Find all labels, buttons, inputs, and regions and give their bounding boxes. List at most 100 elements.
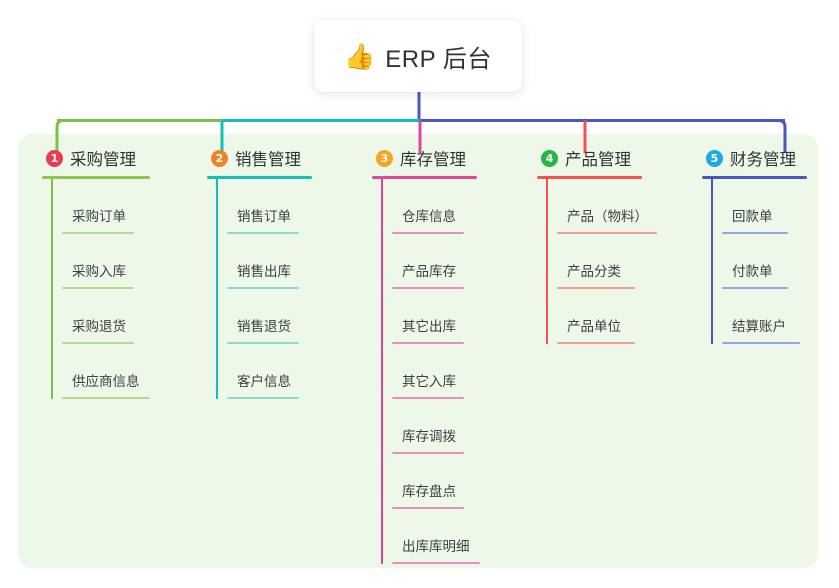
branch-item[interactable]: 产品库存	[372, 234, 477, 289]
branch-underline-4	[537, 176, 642, 179]
branch-item-underline	[557, 342, 635, 344]
branch-item[interactable]: 其它出库	[372, 289, 477, 344]
branch-item-underline	[392, 342, 464, 344]
branch-item[interactable]: 销售订单	[207, 179, 312, 234]
branch-item-label: 产品库存	[402, 264, 456, 279]
branch-header-5[interactable]: 5 财务管理	[702, 146, 807, 170]
branch-children-2: 销售订单销售出库销售退货客户信息	[207, 179, 312, 399]
branch-children-3: 仓库信息产品库存其它出库其它入库库存调拨库存盘点出库库明细	[372, 179, 480, 564]
branch-item-label: 出库库明细	[402, 539, 470, 554]
branch-item-label: 销售退货	[237, 319, 291, 334]
branch-item-underline	[227, 287, 299, 289]
branch-item-label: 仓库信息	[402, 209, 456, 224]
branch-header-1[interactable]: 1 采购管理	[42, 146, 150, 170]
root-node-label: ERP 后台	[385, 45, 492, 73]
branch-item-label: 销售订单	[237, 209, 291, 224]
branch-title-3: 库存管理	[400, 151, 466, 169]
branch-item-underline	[392, 452, 464, 454]
branch-elbow-1	[55, 119, 64, 153]
branch-title-5: 财务管理	[730, 151, 796, 169]
branch-item[interactable]: 结算账户	[702, 289, 807, 344]
branch-5[interactable]: 5 财务管理回款单付款单结算账户	[702, 146, 807, 344]
branch-item[interactable]: 产品分类	[537, 234, 642, 289]
branch-badge-5: 5	[706, 149, 723, 167]
branch-item-label: 采购入库	[72, 264, 126, 279]
branch-item-label: 采购订单	[72, 209, 126, 224]
branch-underline-5	[702, 176, 807, 179]
branch-item[interactable]: 采购入库	[42, 234, 150, 289]
branch-item-label: 客户信息	[237, 374, 291, 389]
branch-underline-2	[207, 176, 312, 179]
diagram-background-panel	[18, 134, 818, 568]
branch-item-underline	[62, 397, 150, 399]
branch-item[interactable]: 付款单	[702, 234, 807, 289]
branch-item-label: 付款单	[732, 264, 773, 279]
branch-spine-5	[711, 179, 713, 344]
branch-title-4: 产品管理	[565, 151, 631, 169]
branch-header-3[interactable]: 3 库存管理	[372, 146, 477, 170]
branch-item-underline	[722, 232, 788, 234]
branch-item[interactable]: 供应商信息	[42, 344, 150, 399]
branch-spine-1	[51, 179, 53, 399]
branch-item[interactable]: 销售出库	[207, 234, 312, 289]
branch-header-2[interactable]: 2 销售管理	[207, 146, 312, 170]
branch-item[interactable]: 其它入库	[372, 344, 477, 399]
branch-item[interactable]: 客户信息	[207, 344, 312, 399]
branch-children-1: 采购订单采购入库采购退货供应商信息	[42, 179, 150, 399]
branch-children-5: 回款单付款单结算账户	[702, 179, 807, 344]
branch-item[interactable]: 产品单位	[537, 289, 642, 344]
branch-underline-1	[42, 176, 150, 179]
branch-item[interactable]: 产品（物料）	[537, 179, 657, 234]
branch-title-2: 销售管理	[235, 151, 301, 169]
root-node-erp-backend[interactable]: 👍 ERP 后台	[314, 20, 522, 92]
branch-badge-2: 2	[211, 149, 228, 167]
branch-item-label: 其它出库	[402, 319, 456, 334]
branch-item-underline	[62, 287, 134, 289]
branch-item[interactable]: 采购订单	[42, 179, 150, 234]
branch-item-label: 其它入库	[402, 374, 456, 389]
branch-item-underline	[392, 507, 464, 509]
branch-item-underline	[392, 287, 464, 289]
branch-item[interactable]: 仓库信息	[372, 179, 477, 234]
branch-item-label: 库存盘点	[402, 484, 456, 499]
branch-item-label: 回款单	[732, 209, 773, 224]
branch-title-1: 采购管理	[70, 151, 136, 169]
branch-children-4: 产品（物料） 产品分类产品单位	[537, 179, 657, 344]
branch-item-label: 库存调拨	[402, 429, 456, 444]
branch-item-underline	[62, 342, 134, 344]
branch-item-underline	[392, 232, 464, 234]
branch-item-underline	[227, 232, 299, 234]
branch-badge-4: 4	[541, 149, 558, 167]
branch-item[interactable]: 库存盘点	[372, 454, 477, 509]
branch-1[interactable]: 1 采购管理采购订单采购入库采购退货供应商信息	[42, 146, 150, 399]
branch-elbow-5	[778, 119, 787, 153]
branch-4[interactable]: 4 产品管理产品（物料） 产品分类产品单位	[537, 146, 657, 344]
branch-badge-1: 1	[46, 149, 63, 167]
branch-spine-2	[216, 179, 218, 399]
branch-item-underline	[557, 287, 635, 289]
branch-item-label: 供应商信息	[72, 374, 140, 389]
branch-3[interactable]: 3 库存管理仓库信息产品库存其它出库其它入库库存调拨库存盘点出库库明细	[372, 146, 480, 564]
branch-item[interactable]: 采购退货	[42, 289, 150, 344]
branch-item[interactable]: 库存调拨	[372, 399, 477, 454]
branch-item-label: 采购退货	[72, 319, 126, 334]
branch-item[interactable]: 出库库明细	[372, 509, 480, 564]
branch-item-underline	[722, 342, 800, 344]
branch-item-label: 销售出库	[237, 264, 291, 279]
branch-item-underline	[557, 232, 657, 234]
branch-item-label: 产品单位	[567, 319, 621, 334]
branch-item-underline	[227, 397, 299, 399]
branch-2[interactable]: 2 销售管理销售订单销售出库销售退货客户信息	[207, 146, 312, 399]
branch-badge-3: 3	[376, 149, 393, 167]
branch-item[interactable]: 销售退货	[207, 289, 312, 344]
branch-spine-3	[381, 179, 383, 564]
branch-header-4[interactable]: 4 产品管理	[537, 146, 642, 170]
branch-item[interactable]: 回款单	[702, 179, 807, 234]
branch-item-underline	[392, 397, 464, 399]
branch-item-underline	[722, 287, 788, 289]
branch-item-label: 产品（物料）	[567, 209, 648, 224]
root-node-content: 👍 ERP 后台	[344, 39, 492, 74]
branch-underline-3	[372, 176, 477, 179]
